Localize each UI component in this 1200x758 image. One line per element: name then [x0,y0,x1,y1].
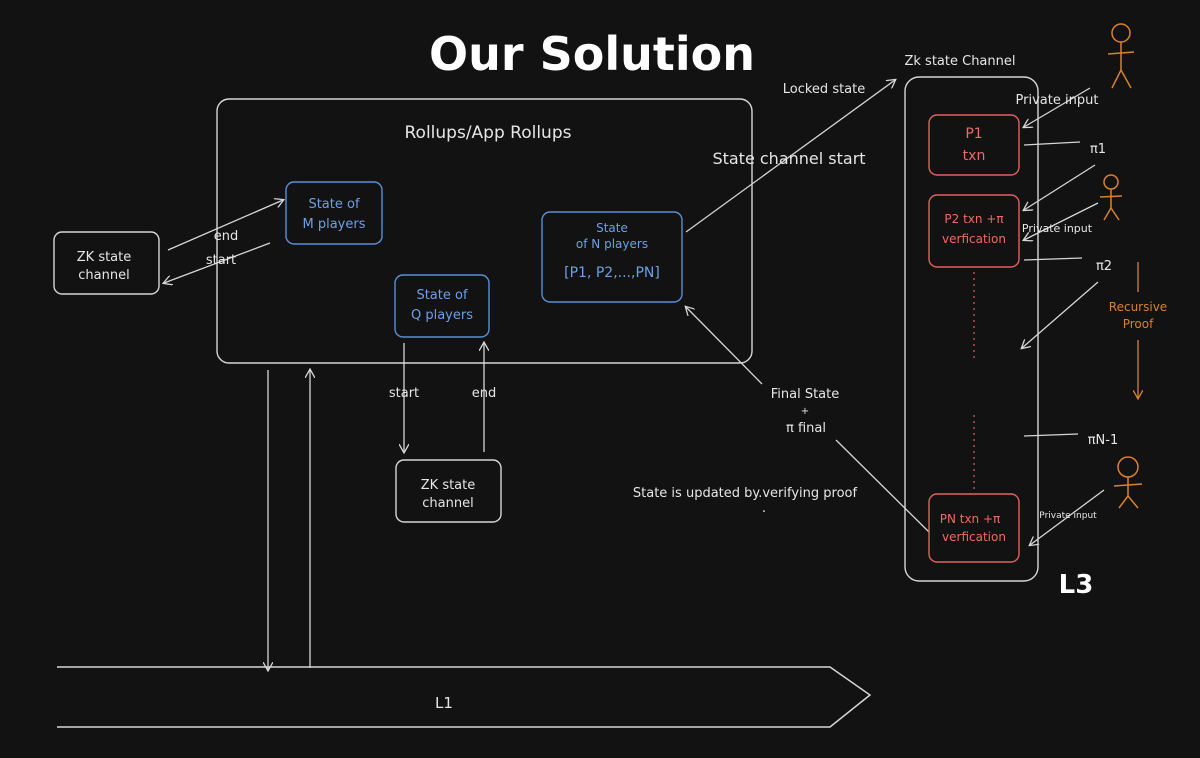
pi2-line [1023,257,1083,261]
state-n-line2: of N players [576,237,648,251]
page-title: Our Solution [429,27,755,81]
state-m-line1: State of [308,197,359,212]
private-input-arrow-1 [1024,87,1091,127]
pi1-line [1023,141,1081,146]
left-channel-line1: ZK state [77,250,132,265]
bottom-channel-line1: ZK state [421,478,476,493]
bottom-channel-box [395,459,502,523]
pi1-feed-arrow [1024,164,1096,210]
state-q-line2: Q players [411,308,473,323]
private-input-label-3: Private input [1039,511,1097,521]
private-input-label-2: Private input [1022,222,1093,235]
pn-line1: PN txn +π [940,512,1001,526]
pn-line2: verfication [942,530,1006,544]
p2-line2: verfication [942,232,1006,246]
p2-box [928,194,1020,268]
final-state-line2: + [801,406,809,417]
pi1-label: π1 [1090,142,1106,157]
user-figure-1-icon [1107,23,1135,89]
user-figure-3-icon [1113,456,1143,509]
pin-line [1023,433,1079,437]
start-label-bottom: start [389,386,419,401]
end-label-left: end [214,229,239,244]
zk-channel-label: Zk state Channel [904,54,1015,69]
start-arrow [164,242,271,283]
recursive-line1: Recursive [1109,300,1167,314]
state-n-line3: [P1, P2,...,PN] [564,265,660,281]
p1-line2: txn [963,148,986,164]
pn-to-final-line [835,439,930,533]
rollup-label: Rollups/App Rollups [405,123,572,143]
pin-label: πN-1 [1088,433,1119,448]
pi2-label: π2 [1096,259,1112,274]
p1-line1: P1 [965,126,982,142]
user-figure-2-icon [1099,174,1123,221]
start-label-left: start [206,253,236,268]
state-channel-start-label: State channel start [712,149,865,168]
recursive-line2: Proof [1123,317,1154,331]
bottom-channel-line2: channel [422,496,473,511]
l1-label: L1 [435,694,453,712]
pn-box [928,493,1020,563]
state-updated-label: State is updated by.verifying proof [633,486,858,501]
final-state-line1: Final State [771,387,840,402]
state-m-box [285,181,383,245]
final-state-line3: π final [786,421,826,436]
state-updated-dot: . [762,501,766,516]
state-q-box [394,274,490,338]
locked-state-label: Locked state [783,82,866,97]
p1-box [928,114,1020,176]
l1-arrow [57,666,872,728]
private-input-arrow-2 [1024,202,1099,240]
state-m-line2: M players [303,217,366,232]
l3-label: L3 [1059,570,1094,600]
final-state-arrow [686,307,763,385]
state-n-box [541,211,683,303]
pi2-feed-arrow [1022,281,1099,348]
private-input-arrow-3 [1030,489,1105,545]
zk-channel-container [904,76,1039,582]
private-input-label-1: Private input [1016,93,1099,108]
p2-line1: P2 txn +π [944,212,1003,226]
end-arrow [167,200,283,251]
left-channel-box [53,231,160,295]
state-n-line1: State [596,221,628,235]
end-label-bottom: end [472,386,497,401]
left-channel-line2: channel [78,268,129,283]
locked-state-arrow [685,80,895,233]
state-q-line1: State of [416,288,467,303]
